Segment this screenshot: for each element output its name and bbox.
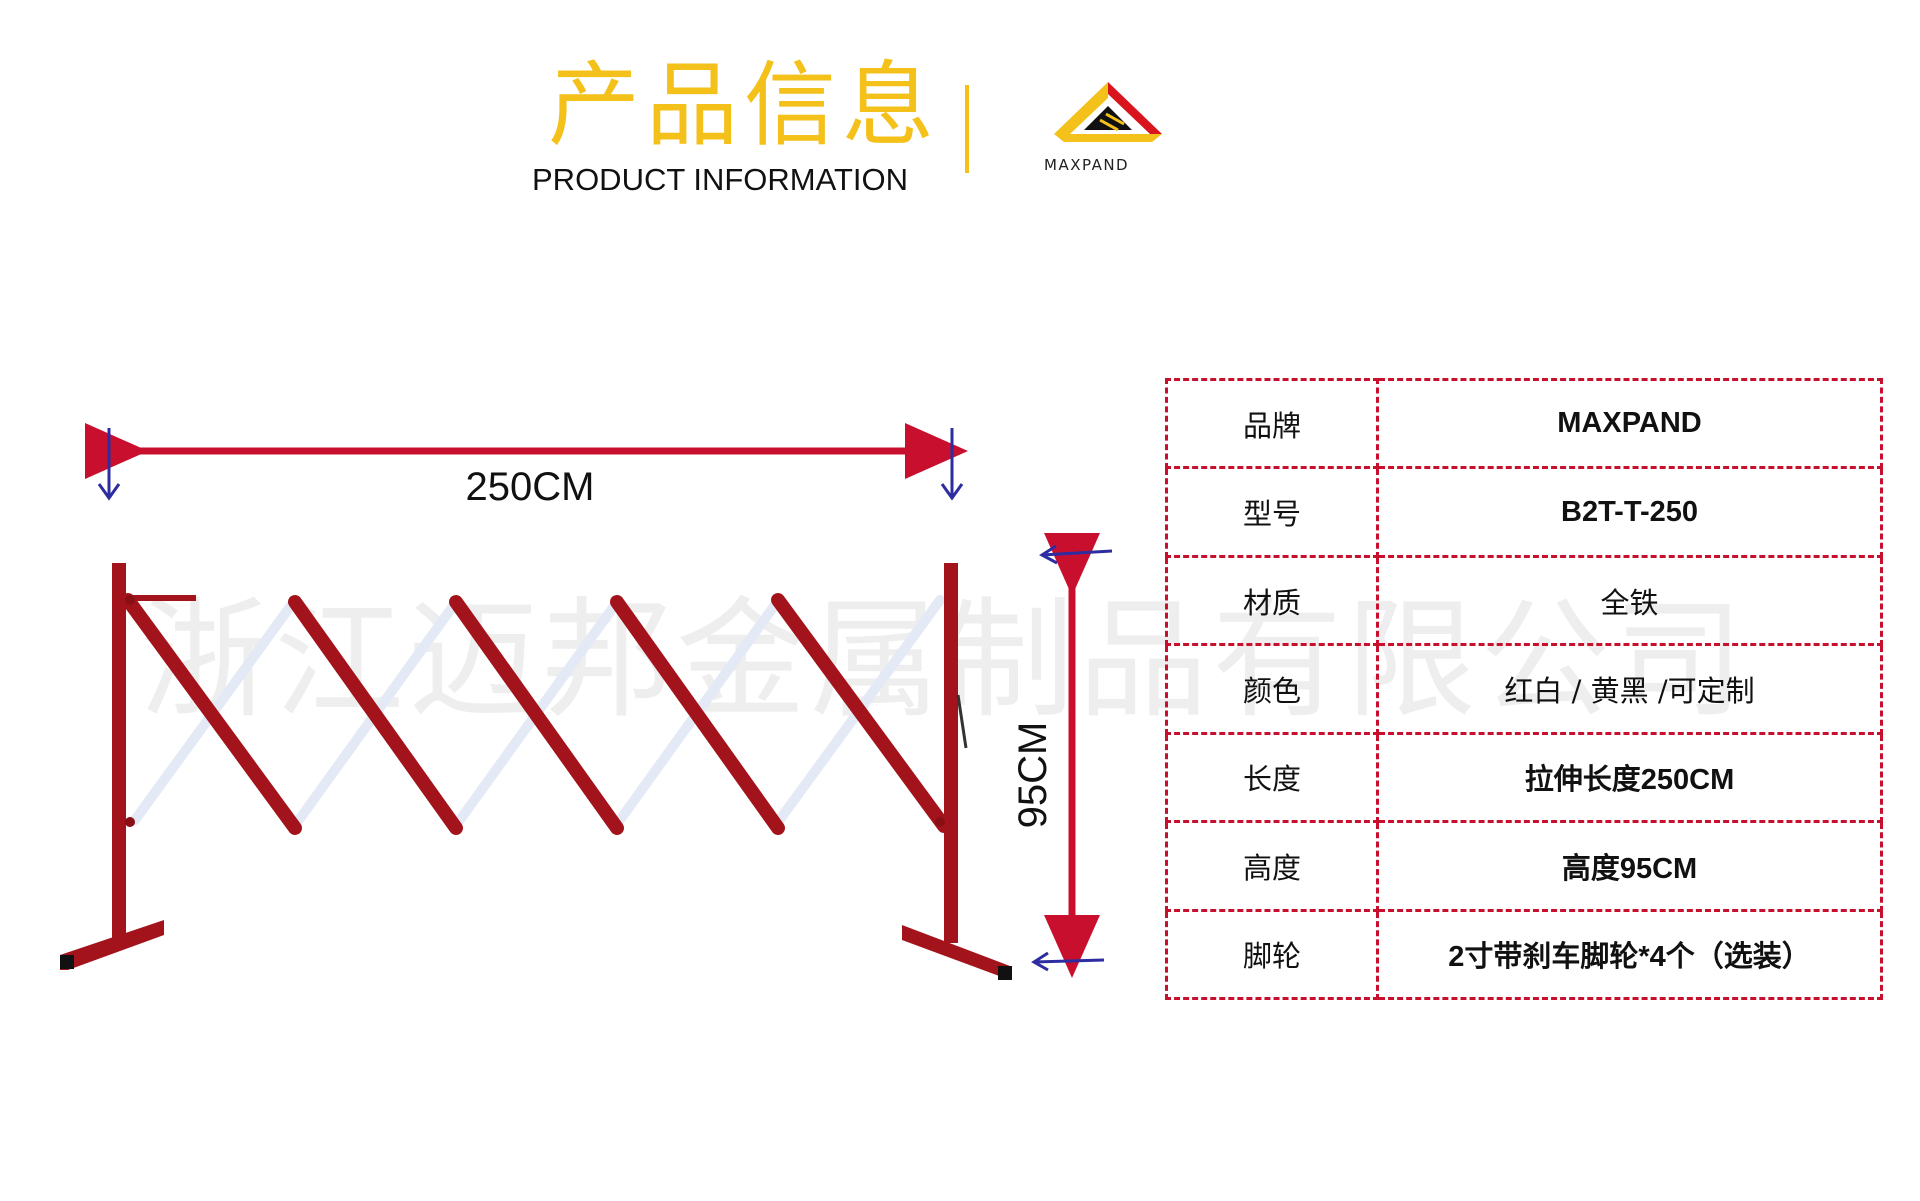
spec-label-casters: 脚轮 [1165, 908, 1379, 1001]
maxpand-logo-icon [1054, 82, 1162, 142]
spec-label-height: 高度 [1165, 820, 1379, 912]
spec-value-height: 高度95CM [1376, 820, 1883, 912]
right-post [944, 563, 958, 943]
left-post [112, 563, 126, 943]
width-dimension-label: 250CM [465, 465, 595, 509]
red-scissor-bars [121, 593, 951, 835]
spec-value-length: 拉伸长度250CM [1376, 731, 1883, 824]
table-row: 长度 拉伸长度250CM [1165, 731, 1883, 824]
spec-value-model: B2T-T-250 [1376, 466, 1883, 558]
table-row: 颜色 红白 / 黄黑 /可定制 [1165, 643, 1883, 735]
spec-value-brand: MAXPAND [1376, 377, 1883, 470]
table-row: 品牌 MAXPAND [1165, 377, 1883, 470]
header-divider [965, 85, 969, 173]
page-title-en: PRODUCT INFORMATION [532, 162, 909, 197]
table-row: 高度 高度95CM [1165, 820, 1883, 912]
logo-text: MAXPAND [1044, 156, 1130, 174]
spec-value-casters: 2寸带刹车脚轮*4个（选装） [1376, 908, 1883, 1001]
blue-arrow-icon [97, 428, 121, 501]
table-row: 型号 B2T-T-250 [1165, 466, 1883, 558]
table-row: 材质 全铁 [1165, 554, 1883, 647]
spec-label-material: 材质 [1165, 554, 1379, 647]
blue-arrow-icon [940, 428, 964, 501]
spec-value-material: 全铁 [1376, 554, 1883, 647]
height-dimension-label: 95CM [1011, 721, 1055, 829]
barrier-illustration [60, 423, 1113, 980]
right-base [902, 925, 1010, 980]
blue-arrow-icon [1039, 544, 1113, 565]
spec-label-brand: 品牌 [1165, 377, 1379, 470]
spec-value-color: 红白 / 黄黑 /可定制 [1376, 643, 1883, 735]
blue-arrow-icon [1031, 951, 1105, 972]
spec-label-length: 长度 [1165, 731, 1379, 824]
left-base [60, 920, 164, 970]
spec-table: 品牌 MAXPAND 型号 B2T-T-250 材质 全铁 颜色 红白 / 黄黑… [1165, 377, 1883, 1001]
table-row: 脚轮 2寸带刹车脚轮*4个（选装） [1165, 908, 1883, 1001]
page-title-cn: 产品信息 [548, 52, 941, 159]
spec-label-model: 型号 [1165, 466, 1379, 558]
spec-label-color: 颜色 [1165, 643, 1379, 735]
